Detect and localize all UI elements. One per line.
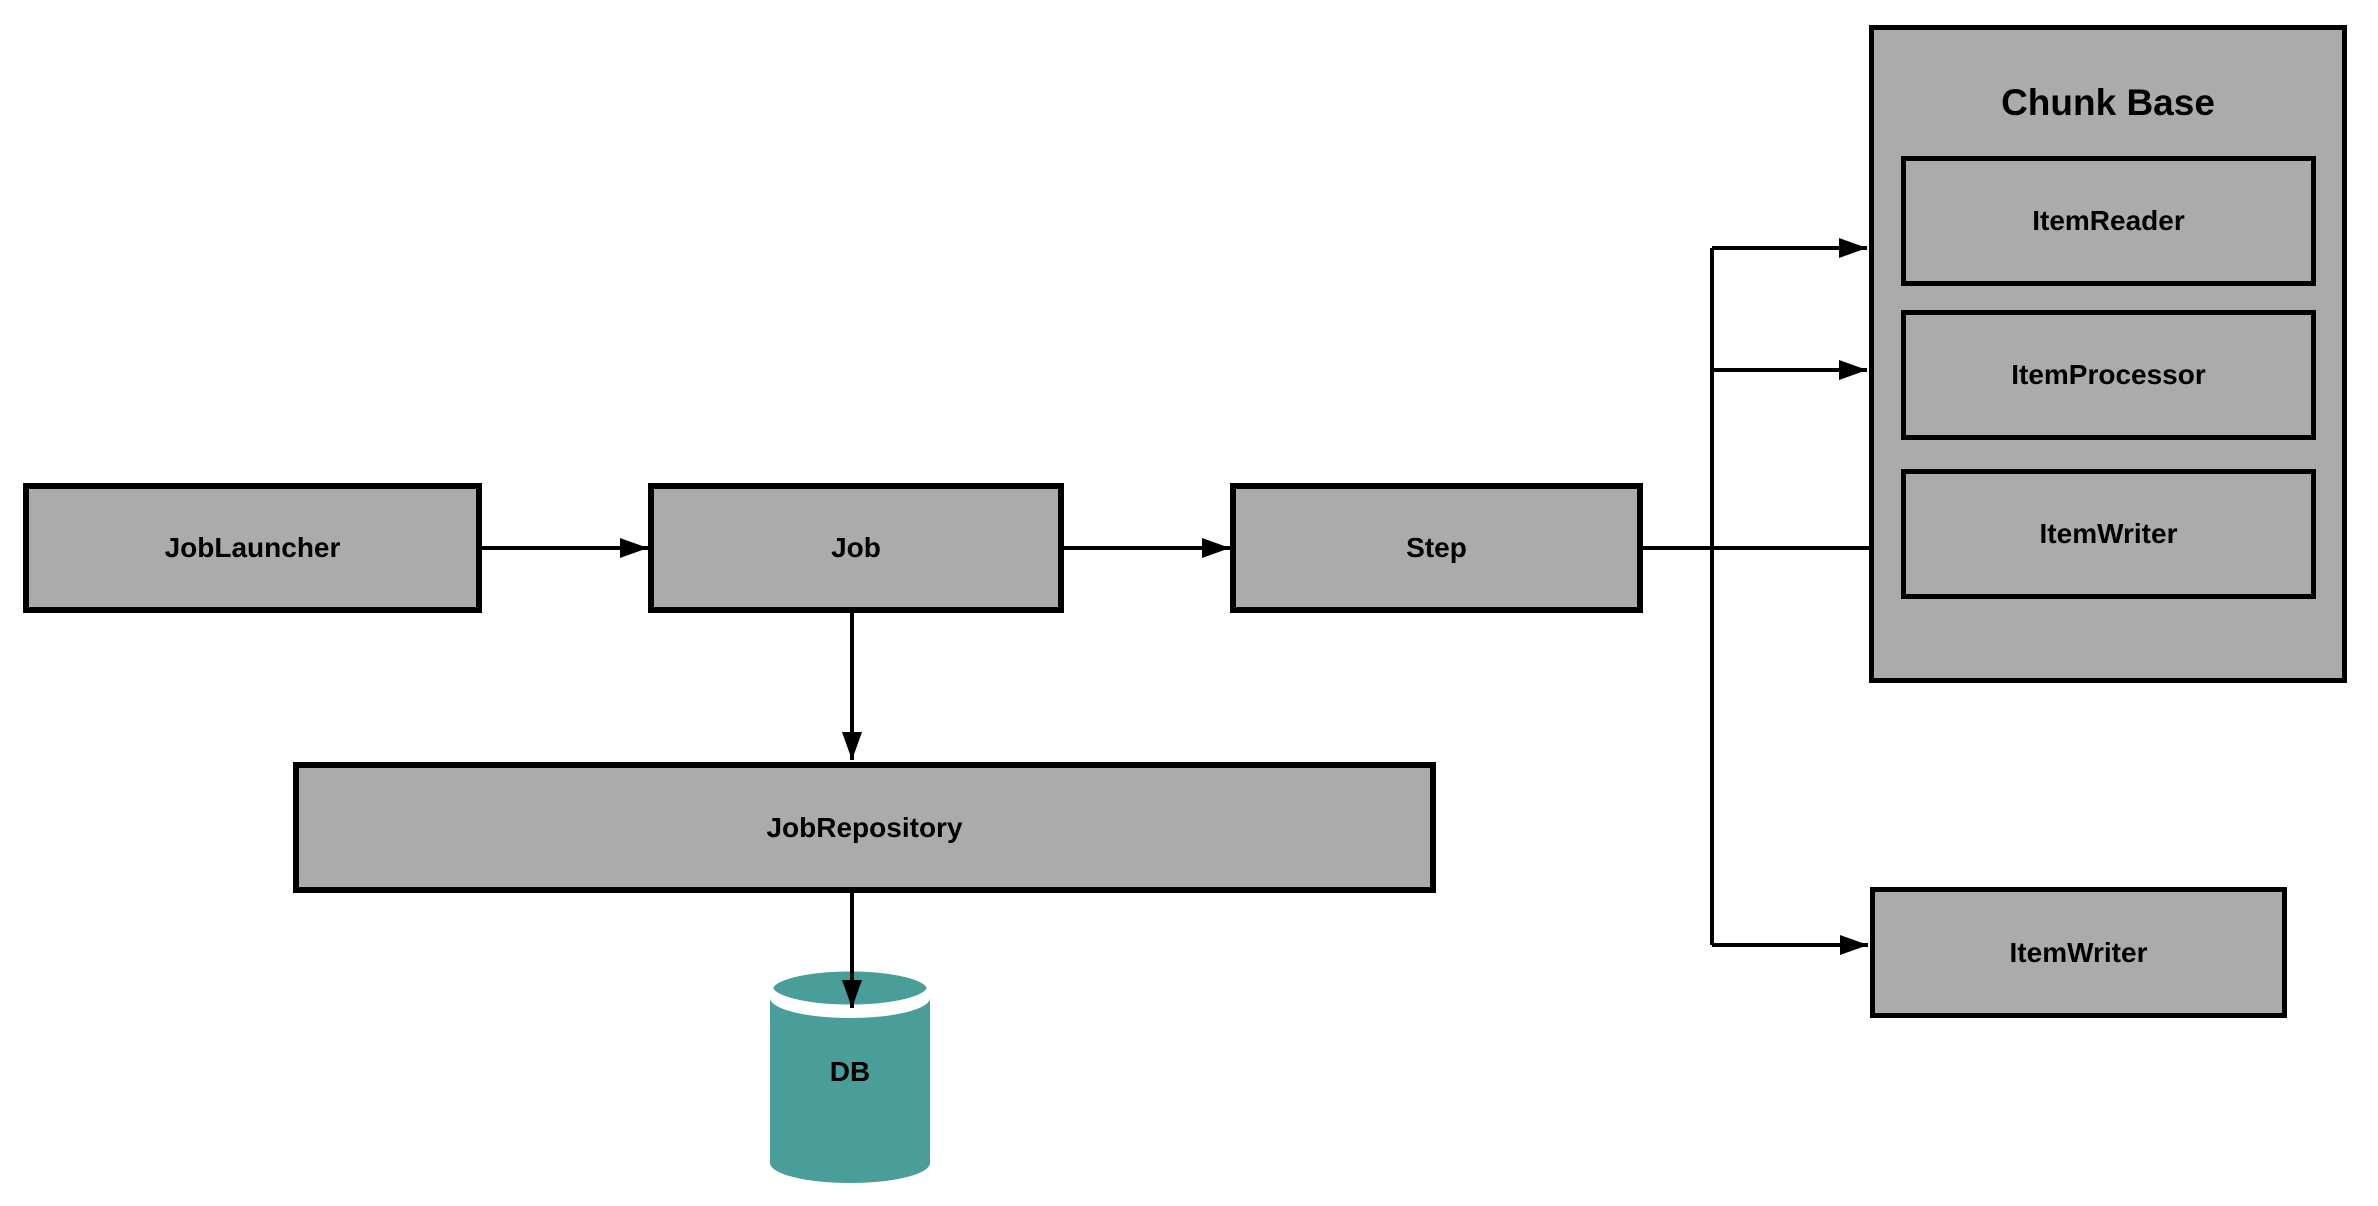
node-job: Job <box>648 483 1064 613</box>
node-itemreader-label: ItemReader <box>2032 205 2185 236</box>
node-itemwriter-external-label: ItemWriter <box>2009 936 2148 968</box>
node-job-label: Job <box>831 532 881 563</box>
node-itemprocessor-label: ItemProcessor <box>2011 359 2206 390</box>
chunk-base-title: Chunk Base <box>2001 82 2215 123</box>
db-cylinder-body <box>770 998 930 1183</box>
node-itemwriter-label: ItemWriter <box>2039 518 2178 549</box>
node-jobrepository: JobRepository <box>293 762 1436 893</box>
node-joblauncher: JobLauncher <box>23 483 482 613</box>
node-step: Step <box>1230 483 1643 613</box>
node-itemwriter-external: ItemWriter <box>1870 887 2287 1018</box>
node-itemreader: ItemReader <box>1901 156 2316 286</box>
chunk-base-container: Chunk Base ItemReader ItemProcessor Item… <box>1869 25 2347 683</box>
node-step-label: Step <box>1406 532 1467 563</box>
db-label: DB <box>829 1056 871 1087</box>
node-jobrepository-label: JobRepository <box>766 811 963 843</box>
node-itemprocessor: ItemProcessor <box>1901 310 2316 440</box>
node-joblauncher-label: JobLauncher <box>164 532 341 563</box>
node-itemwriter: ItemWriter <box>1901 469 2316 599</box>
